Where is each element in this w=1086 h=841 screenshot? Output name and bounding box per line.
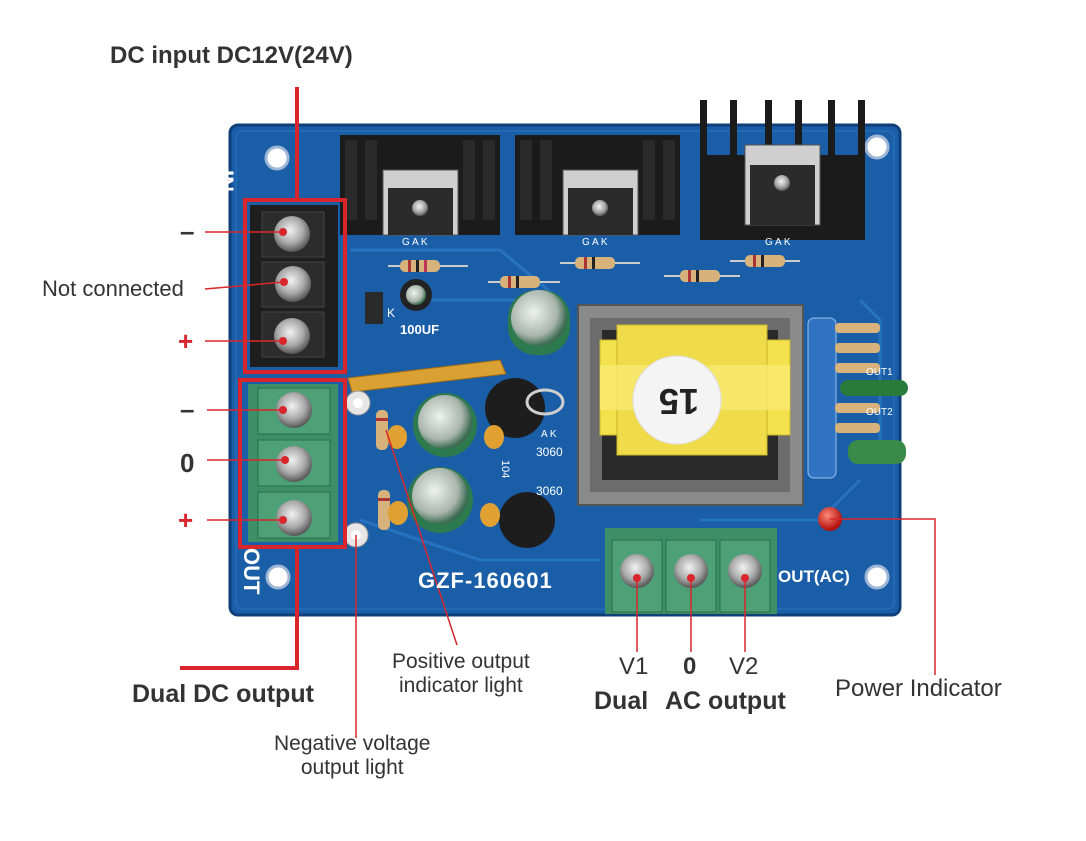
silk-out: OUT	[239, 548, 264, 595]
heatsink-1	[340, 135, 500, 236]
jumper-wire	[347, 359, 507, 393]
mounting-holes	[264, 134, 890, 590]
input-terminal-block	[250, 205, 338, 367]
dual-label: Dual	[594, 687, 649, 715]
silk-out2: OUT2	[866, 407, 893, 418]
rectifier-bottom	[499, 492, 555, 548]
ac-output-label: AC output	[665, 687, 786, 715]
v1-label: V1	[619, 653, 649, 680]
silk-3060-b: 3060	[536, 484, 563, 498]
v2-label: V2	[729, 653, 759, 680]
silk-out-ac: OUT(AC)	[778, 567, 850, 586]
dc-output-frame	[238, 378, 347, 549]
silk-gak-2: G A K	[582, 237, 608, 248]
dc-input-title: DC input DC12V(24V)	[110, 42, 353, 69]
plus-top-label: +	[178, 326, 194, 356]
pcb-traces	[350, 248, 882, 562]
ac-terminal-block	[605, 528, 777, 614]
silk-out1: OUT1	[866, 367, 893, 378]
zero-ac-label: 0	[683, 653, 697, 680]
zero-mid-label: 0	[180, 448, 195, 478]
silk-gak-1: G A K	[402, 237, 428, 248]
silk-k: K	[387, 306, 396, 320]
power-indicator-label: Power Indicator	[835, 675, 1002, 702]
positive-led	[345, 390, 371, 416]
positive-light-label: Positive output indicator light	[392, 650, 530, 697]
capacitor-top	[508, 290, 570, 355]
minus-mid-label: –	[180, 394, 195, 424]
resistors	[376, 255, 800, 530]
diode	[365, 292, 383, 324]
heatsink-2	[515, 135, 680, 236]
capacitor-mid	[413, 393, 477, 457]
minus-top-label: –	[180, 216, 195, 246]
transformer	[577, 304, 804, 506]
transformer-number: 15	[659, 381, 700, 422]
negative-light-label: Negative voltage output light	[274, 732, 431, 779]
model-label: GZF-160601	[418, 568, 553, 593]
heatsink-3	[700, 100, 865, 240]
ceramic-caps	[387, 425, 504, 527]
resistor-stack	[807, 317, 908, 479]
output-terminal-block	[248, 384, 338, 542]
silk-3060-a: 3060	[536, 445, 563, 459]
callout-lines	[204, 231, 936, 738]
silk-104: 104	[499, 460, 511, 479]
capacitor-low	[407, 467, 473, 533]
dual-dc-output-label: Dual DC output	[132, 680, 314, 708]
silk-ak: A K	[541, 429, 557, 440]
capacitor-100uf	[400, 279, 432, 311]
plus-bottom-label: +	[178, 505, 194, 535]
silk-gak-3: G A K	[765, 237, 791, 248]
not-connected-label: Not connected	[42, 276, 184, 301]
dc-output-leader	[180, 547, 299, 670]
rectifier-top	[485, 378, 545, 438]
capacitor-value-label: 100UF	[400, 322, 440, 337]
silk-in: IN	[213, 170, 238, 192]
